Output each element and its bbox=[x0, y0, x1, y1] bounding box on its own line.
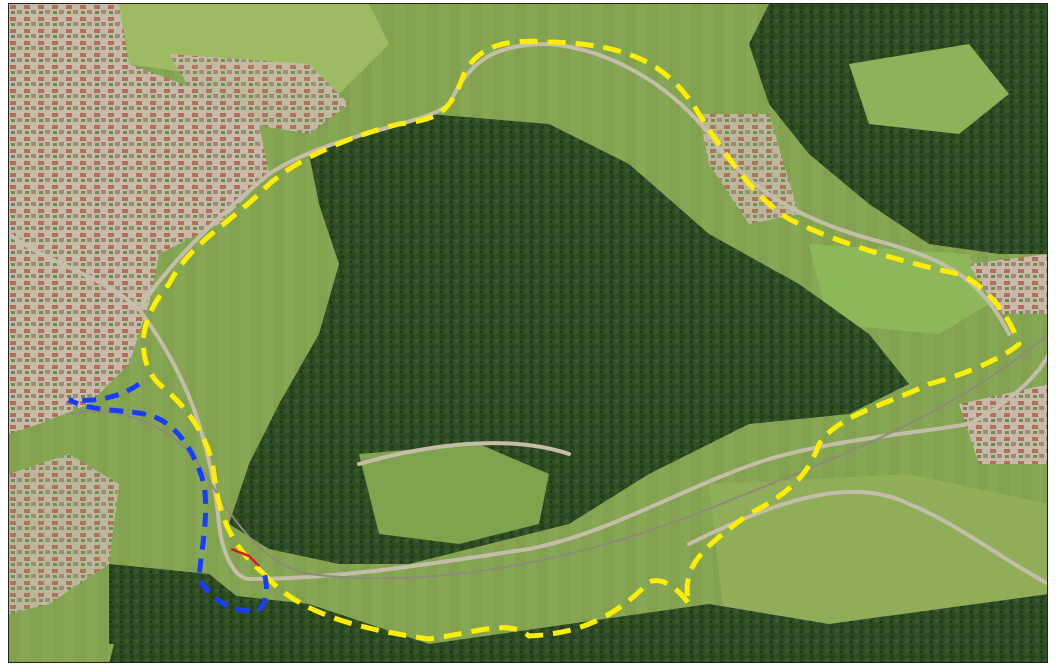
route-red-link[interactable] bbox=[230, 547, 260, 567]
valley-road bbox=[247, 353, 1047, 581]
town-road bbox=[9, 232, 251, 581]
east-forest-meadow bbox=[849, 44, 1009, 134]
south-forest bbox=[109, 584, 1047, 662]
village-east bbox=[969, 254, 1047, 314]
southeast-road bbox=[687, 489, 1047, 586]
aerial-map[interactable] bbox=[9, 4, 1048, 663]
village-southeast bbox=[959, 384, 1047, 464]
route-yellow-loop[interactable] bbox=[140, 38, 1022, 642]
map-frame bbox=[8, 3, 1048, 663]
farm-track bbox=[357, 441, 571, 466]
route-blue-loop[interactable] bbox=[67, 381, 269, 614]
town-area-north bbox=[169, 54, 349, 134]
forest-clearing bbox=[359, 444, 549, 544]
southwest-forest bbox=[109, 564, 259, 644]
town-area-west bbox=[9, 4, 269, 434]
village-southwest bbox=[9, 454, 119, 614]
